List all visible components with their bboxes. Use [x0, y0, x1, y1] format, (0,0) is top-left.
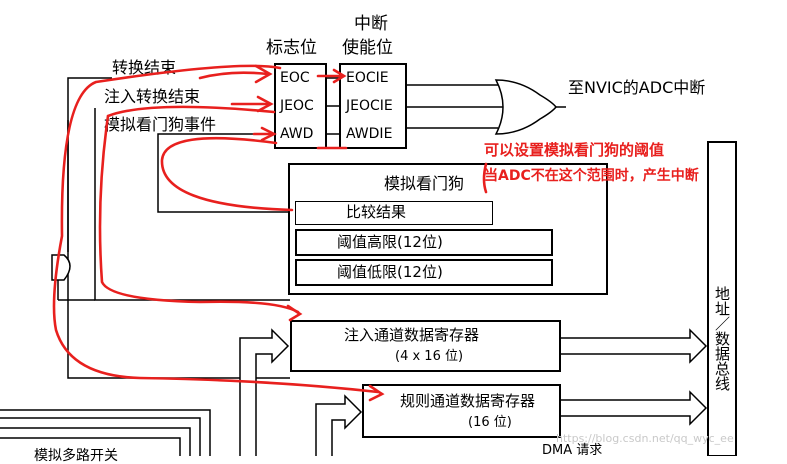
enable-group-title-line1: 中断: [354, 14, 388, 34]
enable-box: [339, 63, 407, 149]
label-watchdog-event: 模拟看门狗事件: [104, 115, 217, 134]
address-data-bus: [707, 141, 737, 456]
injected-register-title: 注入通道数据寄存器: [344, 326, 480, 344]
watchdog-title: 模拟看门狗: [384, 174, 465, 193]
red-loop-eoc: [52, 64, 380, 394]
injected-register-box: [290, 320, 561, 372]
dma-label: DMA 请求: [542, 443, 603, 458]
bus-label: 地址／数据总线: [713, 286, 731, 391]
label-injected-conversion-end: 注入转换结束: [104, 87, 201, 106]
enable-jeocie: JEOCIE: [346, 98, 393, 114]
enable-awdie: AWDIE: [346, 126, 393, 142]
label-conversion-end: 转换结束: [112, 58, 177, 77]
high-threshold-box: [295, 229, 553, 256]
injected-input-arrow: [239, 328, 290, 456]
red-loop-watchdog: [160, 136, 294, 212]
or-gate-icon: [494, 79, 557, 135]
red-arrow-eoc: [198, 71, 270, 80]
watermark: https://blog.csdn.net/qq_wyc_ee: [556, 432, 734, 445]
red-loop-jeoc: [98, 105, 300, 314]
flag-box: [274, 63, 327, 149]
regular-register-box: [362, 384, 561, 438]
annotation-line1: 可以设置模拟看门狗的阈值: [484, 141, 665, 159]
flag-eoc: EOC: [280, 70, 310, 86]
high-threshold-label: 阈值高限(12位): [337, 233, 443, 251]
enable-group-title-line2: 使能位: [342, 38, 393, 58]
annotation-line2: 当ADC不在这个范围时，产生中断: [484, 168, 699, 184]
regular-input-arrow: [315, 394, 363, 456]
regular-register-size: (16 位): [468, 415, 512, 430]
compare-result-label: 比较结果: [346, 203, 407, 221]
flag-awd: AWD: [280, 126, 314, 142]
nvic-output-label: 至NVIC的ADC中断: [568, 78, 706, 97]
regular-register-title: 规则通道数据寄存器: [400, 392, 536, 410]
flag-group-title: 标志位: [266, 38, 317, 58]
compare-result-box: [295, 201, 493, 225]
low-threshold-label: 阈值低限(12位): [337, 263, 443, 281]
flag-jeoc: JEOC: [280, 98, 314, 114]
enable-eocie: EOCIE: [346, 70, 389, 86]
regular-to-bus-arrow: [559, 390, 708, 426]
injected-to-bus-arrow: [559, 328, 708, 364]
injected-register-size: (4 x 16 位): [395, 349, 464, 364]
low-threshold-box: [295, 259, 553, 286]
